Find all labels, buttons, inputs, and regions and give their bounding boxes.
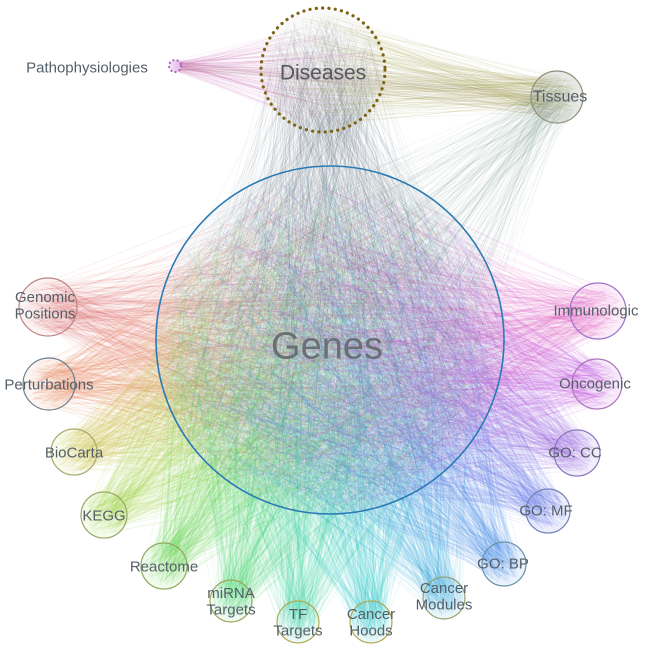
node-genes[interactable] bbox=[155, 165, 505, 515]
edge-bundle-genes-kegg bbox=[83, 175, 494, 535]
nodes bbox=[18, 6, 627, 644]
node-diseases[interactable] bbox=[259, 6, 387, 134]
node-pathophysiologies[interactable] bbox=[167, 58, 183, 74]
node-cancer_modules[interactable] bbox=[422, 576, 466, 620]
node-label-go_cc: GO: CC bbox=[548, 444, 602, 461]
edge-bundle-genes-genomic_positions bbox=[23, 176, 496, 506]
edge-bundle-genes-tf_targets bbox=[168, 177, 498, 640]
edge-bundle-genes-oncogenic bbox=[167, 179, 619, 505]
edge-bundle-genes-cancer_hoods bbox=[168, 173, 487, 641]
node-immunologic[interactable] bbox=[569, 282, 627, 340]
node-biocarta[interactable] bbox=[50, 428, 98, 476]
node-mirna_targets[interactable] bbox=[209, 579, 253, 623]
edge-bundle-tissues-genes bbox=[177, 75, 578, 493]
node-label-perturbations: Perturbations bbox=[4, 376, 93, 393]
node-cancer_hoods[interactable] bbox=[349, 600, 393, 644]
node-tf_targets[interactable] bbox=[276, 600, 320, 644]
edge-bundle-genes-cancer_modules bbox=[163, 171, 489, 616]
node-label-go_mf: GO: MF bbox=[519, 502, 572, 519]
edge-bundle-pathophysiologies-tissues bbox=[170, 60, 576, 118]
node-go_bp[interactable] bbox=[481, 541, 527, 587]
node-label-kegg: KEGG bbox=[82, 507, 125, 524]
node-kegg[interactable] bbox=[80, 491, 128, 539]
node-go_mf[interactable] bbox=[525, 488, 571, 534]
edge-bundle-diseases-tissues bbox=[268, 13, 577, 125]
edge-bundle-genes-go_mf bbox=[167, 176, 567, 530]
node-label-pathophysiologies: Pathophysiologies bbox=[26, 59, 148, 76]
node-perturbations[interactable] bbox=[22, 357, 76, 411]
node-label-diseases: Diseases bbox=[280, 61, 366, 84]
edge-bundle-genes-reactome bbox=[143, 179, 488, 586]
node-reactome[interactable] bbox=[140, 542, 188, 590]
node-label-genes: Genes bbox=[271, 325, 383, 367]
node-label-reactome: Reactome bbox=[130, 558, 198, 575]
edge-bundle-genes-go_cc bbox=[169, 185, 598, 507]
edge-bundle-genes-biocarta bbox=[54, 179, 489, 506]
edge-bundle-genes-perturbations bbox=[26, 174, 495, 503]
node-labels: Genes Diseases PathophysiologiesTissuesGen… bbox=[4, 59, 639, 639]
node-tissues[interactable] bbox=[530, 70, 584, 124]
edge-bundle-diseases-pathophysiologies bbox=[170, 27, 380, 124]
edge-bundle-genes-mirna_targets bbox=[166, 175, 498, 619]
node-label-biocarta: BioCarta bbox=[45, 444, 104, 461]
node-genomic_positions[interactable] bbox=[18, 277, 78, 337]
node-label-immunologic: Immunologic bbox=[553, 302, 639, 319]
node-oncogenic[interactable] bbox=[571, 358, 623, 410]
edge-bundle-diseases-genes bbox=[166, 15, 495, 507]
node-go_cc[interactable] bbox=[553, 429, 601, 477]
edge-bundle-genes-go_bp bbox=[165, 175, 523, 584]
node-label-go_bp: GO: BP bbox=[477, 555, 529, 572]
node-label-tissues: Tissues bbox=[533, 89, 588, 106]
node-label-oncogenic: Oncogenic bbox=[559, 375, 631, 392]
